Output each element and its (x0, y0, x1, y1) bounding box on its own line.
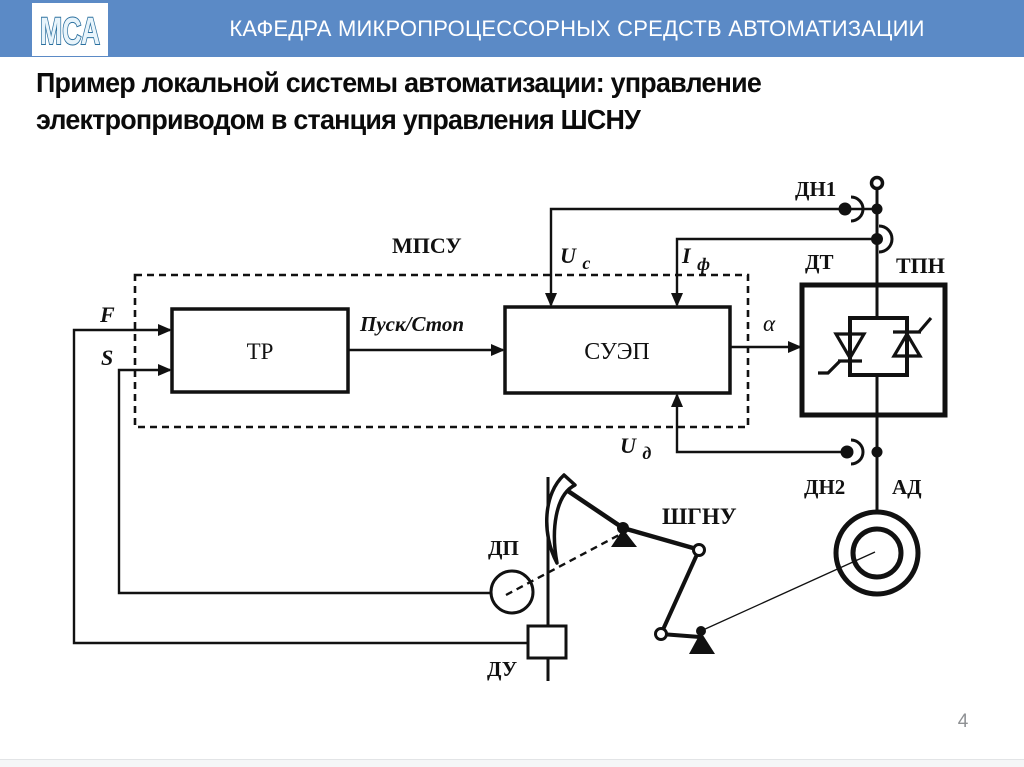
thyristor-left-triangle (833, 332, 867, 362)
horsehead-icon (545, 473, 577, 565)
sensor-dp (489, 533, 620, 615)
dp-link-dashed-line (505, 533, 620, 597)
dt-label: ДТ (805, 250, 833, 274)
slide-bottom-edge (0, 759, 1024, 767)
du-box (526, 624, 568, 660)
thyristor-right-gate (917, 316, 933, 334)
if-signal-line (671, 237, 877, 307)
crank-support (689, 632, 715, 654)
dn2-tap-dot (840, 445, 854, 459)
junction-dot (871, 203, 883, 215)
mpsu-label: МПСУ (392, 233, 462, 258)
f-label: F (99, 302, 115, 327)
uc-signal-line (545, 207, 877, 307)
crank-pin-dot (696, 626, 706, 636)
sensor-dt (871, 224, 894, 254)
page-number: 4 (957, 711, 969, 732)
thyristor-right-triangle (891, 330, 923, 358)
pumpjack-shgnu (545, 473, 715, 681)
block-tr: ТР (170, 307, 350, 394)
junction-dot (871, 446, 883, 458)
header-bar: МСА КАФЕДРА МИКРОПРОЦЕССОРНЫХ СРЕДСТВ АВ… (0, 0, 1024, 57)
supply-terminal-icon (869, 175, 885, 191)
if-label: I ф (681, 243, 710, 274)
beam-joint (692, 543, 706, 557)
f-signal-line (72, 324, 528, 645)
s-signal-line (117, 364, 491, 595)
ud-signal-line (671, 393, 847, 454)
logo-monogram-icon: МСА (39, 10, 101, 54)
dn1-label: ДН1 (795, 177, 836, 201)
du-label: ДУ (487, 657, 517, 681)
alpha-label: α (763, 311, 776, 336)
motor-inner-circle (850, 526, 904, 580)
tpn-label: ТПН (896, 253, 945, 278)
tr-label: ТР (247, 339, 274, 364)
dn1-tap-dot (838, 202, 852, 216)
slide-title: Пример локальной системы автоматизации: … (36, 64, 958, 138)
beam-pivot-support (611, 529, 637, 547)
crank-motor-line (702, 551, 876, 631)
header-title: КАФЕДРА МИКРОПРОЦЕССОРНЫХ СРЕДСТВ АВТОМА… (229, 15, 925, 41)
block-tpn: ТПН (799, 253, 948, 418)
crank-joint (654, 627, 668, 641)
dn2-clamp-icon (850, 438, 865, 466)
ad-label: АД (892, 475, 922, 499)
suep-box (503, 305, 732, 395)
sensor-dn1 (838, 195, 883, 223)
dt-clamp-icon (878, 224, 894, 254)
department-logo: МСА (32, 3, 108, 56)
shgnu-label: ШГНУ (662, 504, 737, 529)
block-suep: СУЭП (503, 305, 732, 395)
dp-label: ДП (488, 536, 519, 560)
motor-ad (833, 509, 921, 597)
ud-label: U д (620, 433, 651, 463)
mpsu-dashed-box: МПСУ (133, 233, 750, 429)
dn2-label: ДН2 (804, 475, 845, 499)
dt-tap-dot (871, 233, 883, 245)
mpsu-boundary (133, 273, 750, 429)
start-stop-label: Пуск/Стоп (359, 312, 464, 336)
thyristor-left-gate (818, 359, 842, 375)
beam-pivot-dot (617, 522, 629, 534)
sensor-dn2 (840, 438, 883, 466)
dn1-clamp-icon (850, 195, 865, 223)
tpn-box (799, 282, 948, 418)
slide-title-line2: электроприводом в станция управления ШСН… (36, 104, 641, 135)
pitman-arm (659, 549, 701, 635)
s-label: S (101, 345, 113, 370)
slide-title-line1: Пример локальной системы автоматизации: … (36, 67, 762, 98)
logo-text: МСА (40, 11, 100, 53)
uc-label: U c (560, 243, 590, 273)
suep-label: СУЭП (584, 339, 650, 365)
